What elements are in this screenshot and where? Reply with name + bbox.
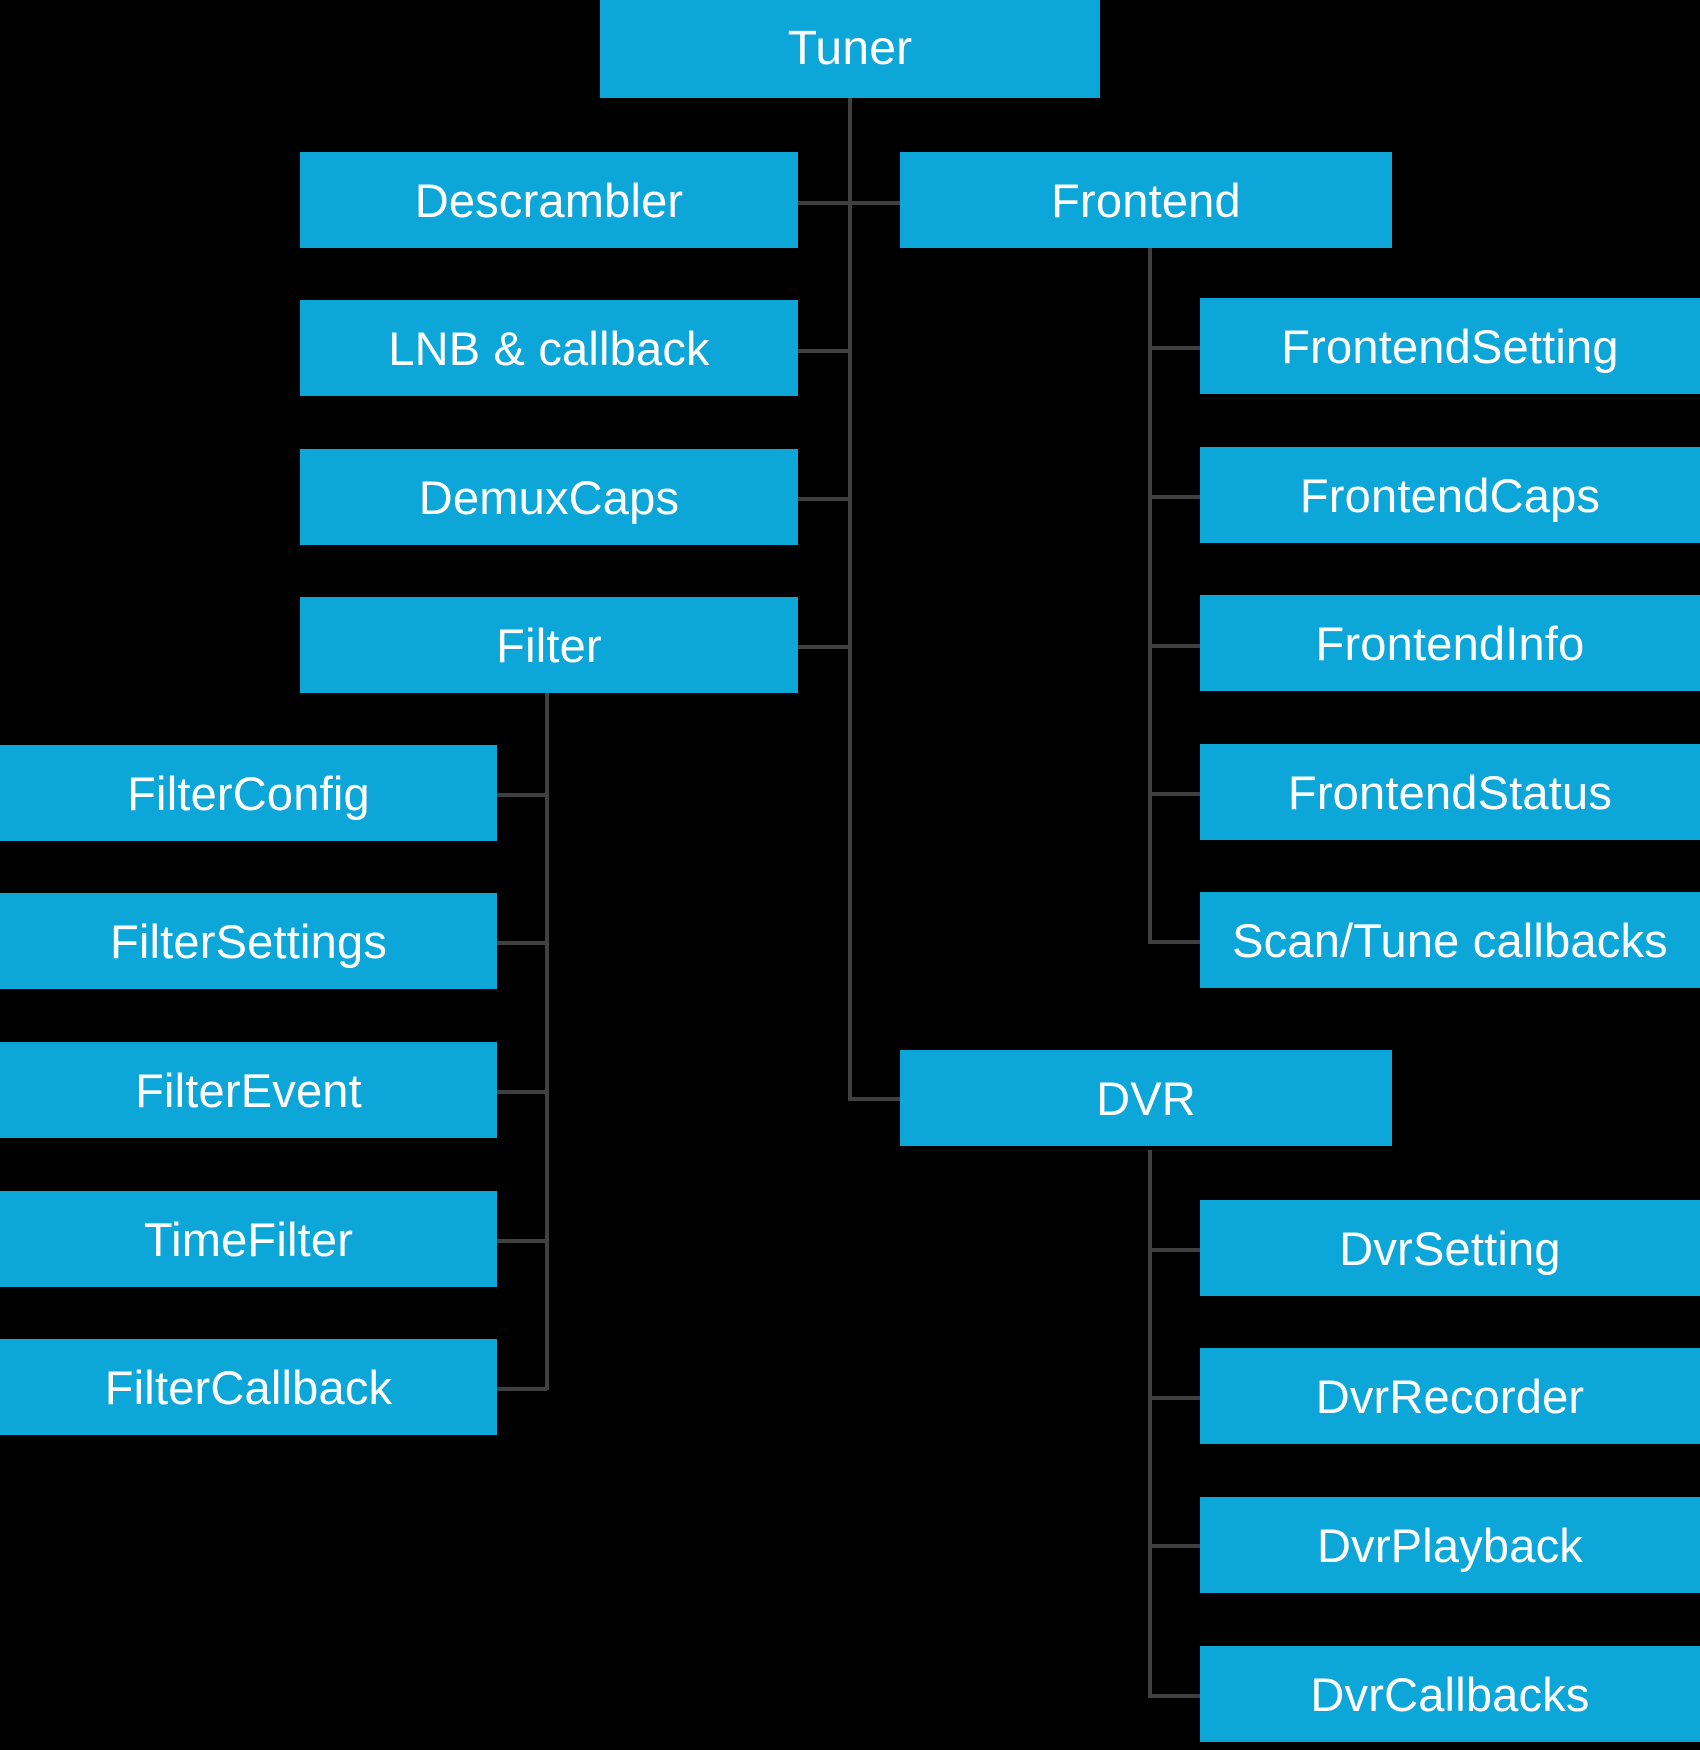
node-dvrrecorder[interactable]: DvrRecorder [1200, 1348, 1700, 1444]
node-tuner[interactable]: Tuner [600, 0, 1100, 98]
edge-frontend-scantune [1148, 940, 1202, 944]
node-frontendstatus[interactable]: FrontendStatus [1200, 744, 1700, 840]
edge-frontend-frontendstatus [1148, 792, 1202, 796]
edge-filter-trunk [545, 692, 549, 1390]
edge-dvr-trunk [1148, 1150, 1152, 1698]
node-dvr[interactable]: DVR [900, 1050, 1392, 1146]
edge-filter-filterevent [497, 1090, 547, 1094]
edge-tuner-demuxcaps [798, 497, 850, 501]
node-dvrplayback[interactable]: DvrPlayback [1200, 1497, 1700, 1593]
edge-filter-filtersettings [497, 941, 547, 945]
node-demuxcaps[interactable]: DemuxCaps [300, 449, 798, 545]
edge-tuner-descrambler [798, 201, 850, 205]
edge-frontend-frontendsetting [1148, 346, 1202, 350]
edge-filter-timefilter [497, 1239, 547, 1243]
edge-dvr-dvrsetting [1148, 1248, 1202, 1252]
edge-tuner-frontend [848, 201, 902, 205]
node-filterevent[interactable]: FilterEvent [0, 1042, 497, 1138]
node-frontendcaps[interactable]: FrontendCaps [1200, 447, 1700, 543]
edge-dvr-dvrrecorder [1148, 1396, 1202, 1400]
node-frontendsetting[interactable]: FrontendSetting [1200, 298, 1700, 394]
edge-tuner-trunk [848, 98, 852, 1101]
node-descrambler[interactable]: Descrambler [300, 152, 798, 248]
edge-tuner-lnb [798, 349, 850, 353]
node-scan-tune-callbacks[interactable]: Scan/Tune callbacks [1200, 892, 1700, 988]
edge-dvr-dvrplayback [1148, 1544, 1202, 1548]
edge-tuner-dvr [848, 1097, 902, 1101]
edge-frontend-frontendinfo [1148, 644, 1202, 648]
node-timefilter[interactable]: TimeFilter [0, 1191, 497, 1287]
edge-filter-filterconfig [497, 793, 547, 797]
node-filterconfig[interactable]: FilterConfig [0, 745, 497, 841]
edge-tuner-filter [798, 645, 850, 649]
node-dvrcallbacks[interactable]: DvrCallbacks [1200, 1646, 1700, 1742]
node-lnb-callback[interactable]: LNB & callback [300, 300, 798, 396]
node-frontendinfo[interactable]: FrontendInfo [1200, 595, 1700, 691]
edge-dvr-dvrcallbacks [1148, 1694, 1202, 1698]
node-dvrsetting[interactable]: DvrSetting [1200, 1200, 1700, 1296]
node-filter[interactable]: Filter [300, 597, 798, 693]
node-frontend[interactable]: Frontend [900, 152, 1392, 248]
node-filtercallback[interactable]: FilterCallback [0, 1339, 497, 1435]
edge-frontend-trunk [1148, 247, 1152, 943]
edge-filter-filtercallback [497, 1387, 547, 1391]
node-filtersettings[interactable]: FilterSettings [0, 893, 497, 989]
edge-frontend-frontendcaps [1148, 495, 1202, 499]
